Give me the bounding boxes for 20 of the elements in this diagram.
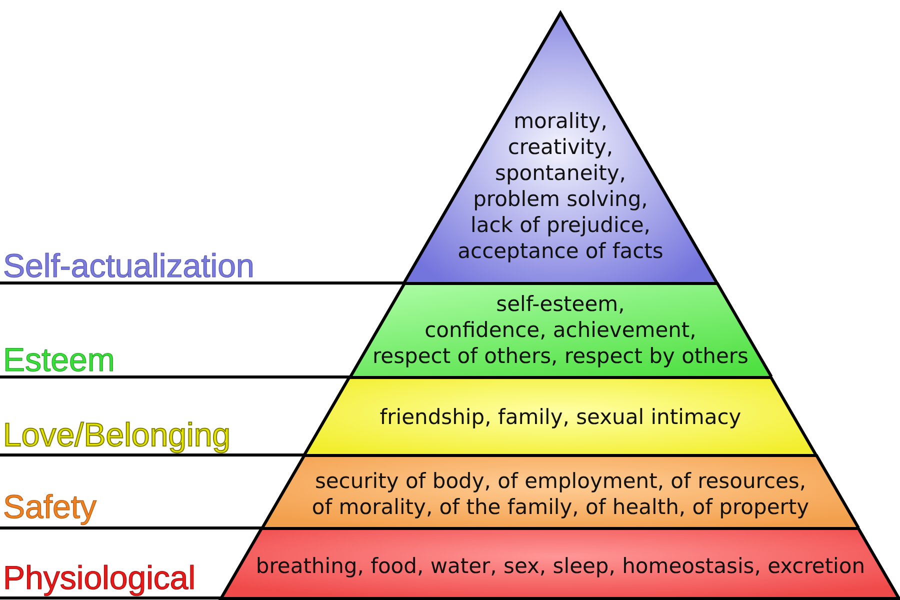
- pyramid-tier: [301, 376, 820, 454]
- level-name: Esteem: [2, 340, 115, 379]
- tier-description: friendship, family, sexual intimacy: [380, 404, 742, 430]
- pyramid-tier: [346, 282, 774, 376]
- level-name: Love/Belonging: [2, 416, 231, 454]
- pyramid-tier: [401, 9, 720, 282]
- tier-description: breathing, food, water, sex, sleep, homeostasis, excretion: [256, 552, 866, 579]
- leader-line: [0, 596, 222, 600]
- tier-description: self-esteem, confidence, achievement, respect of others, respect by others: [372, 291, 748, 370]
- level-name: Physiological: [2, 558, 196, 597]
- pyramid-tier: [259, 454, 862, 526]
- pyramid-tier: [218, 526, 900, 600]
- tier-description: security of body, of employment, of resources, of morality, of the family, of health, of property: [312, 468, 810, 520]
- level-name: Safety: [2, 488, 97, 526]
- leader-line: [0, 454, 304, 456]
- leader-line: [0, 376, 350, 378]
- tier-description: morality, creativity, spontaneity, problem solving, lack of prejudice, acceptance of facts: [458, 108, 664, 264]
- level-name: Self-actualization: [2, 246, 254, 285]
- leader-line: [0, 282, 404, 284]
- leader-line: [0, 526, 262, 530]
